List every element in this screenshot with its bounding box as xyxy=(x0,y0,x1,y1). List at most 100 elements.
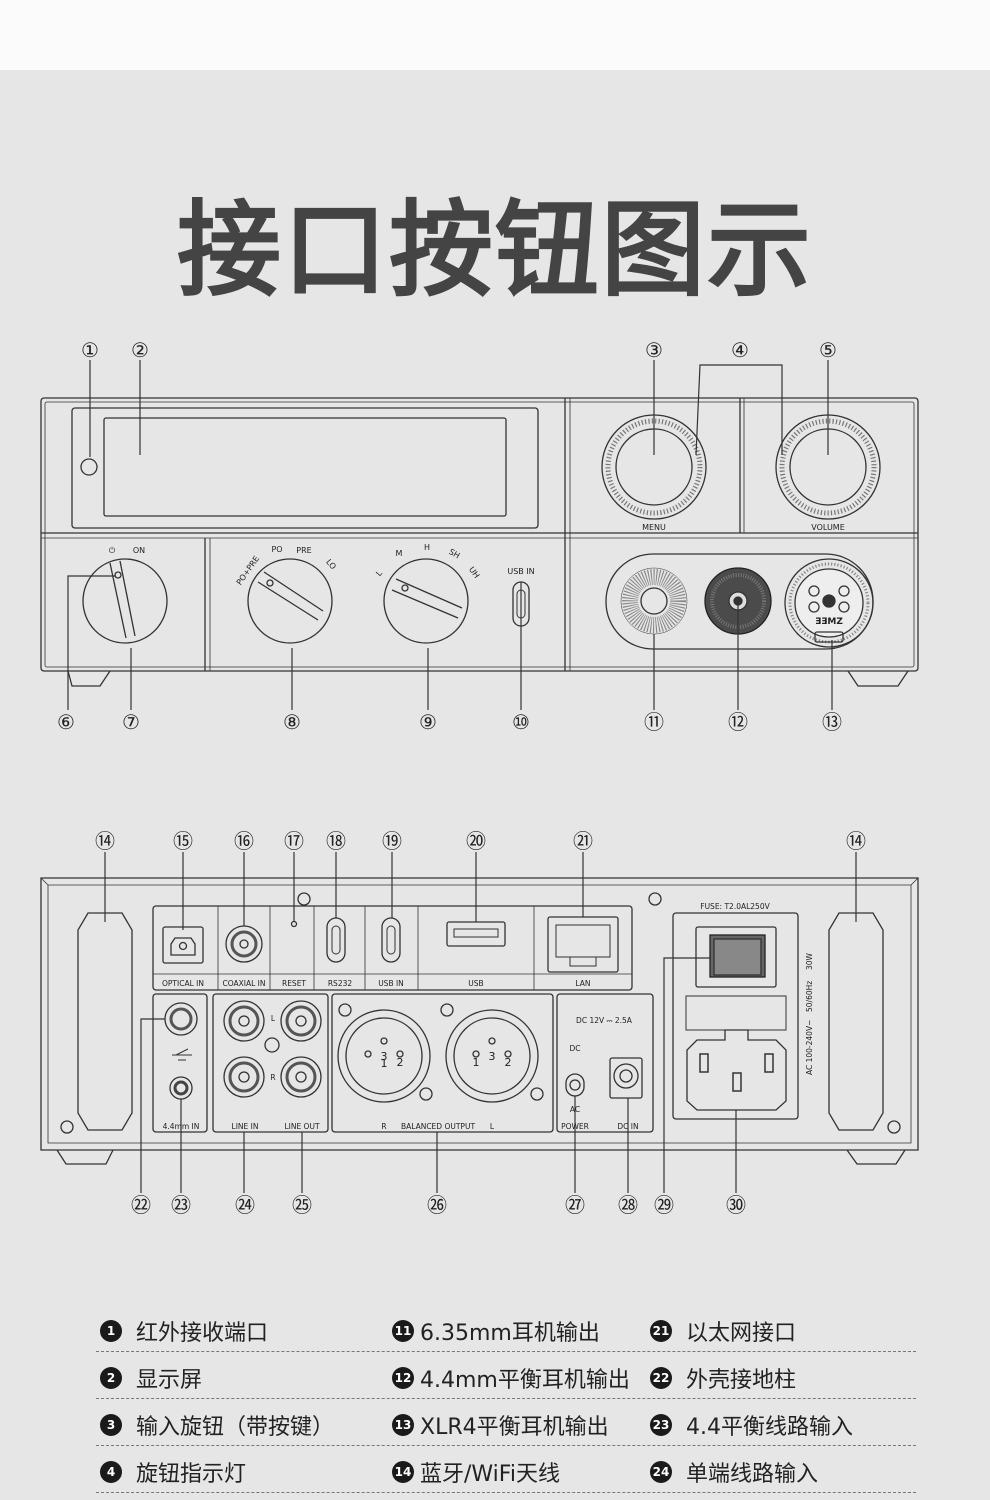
rear-usb-in-port[interactable] xyxy=(381,917,401,963)
usb-a-port[interactable] xyxy=(446,921,506,947)
reset-button[interactable] xyxy=(290,920,298,928)
rca-line-out-r[interactable] xyxy=(280,1056,322,1098)
power-toggle-switch[interactable] xyxy=(565,1073,585,1097)
label-balanced-output: BALANCED OUTPUT xyxy=(401,1122,475,1131)
ir-receiver xyxy=(80,458,98,476)
rca-line-in-l[interactable] xyxy=(223,1000,265,1042)
callout-15: ⑮ xyxy=(173,829,193,853)
callout-4: ④ xyxy=(731,338,749,362)
gain-label-l: L xyxy=(374,568,384,578)
mode-label-lo: LO xyxy=(324,557,338,571)
legend-text: 蓝牙/WiFi天线 xyxy=(420,1462,560,1487)
callout-28: ㉘ xyxy=(618,1193,638,1217)
callout-25: ㉕ xyxy=(292,1193,312,1217)
legend-number-badge: 11 xyxy=(392,1320,414,1342)
xlr-balanced-out-r[interactable] xyxy=(337,1009,431,1103)
label-4-4mm-in: 4.4mm IN xyxy=(163,1122,200,1131)
rear-4-4mm-in[interactable] xyxy=(169,1076,193,1100)
callout-3: ③ xyxy=(645,338,663,362)
callout-29: ㉙ xyxy=(654,1193,674,1217)
optical-in-port[interactable] xyxy=(162,926,204,964)
optical-in-label: OPTICAL IN xyxy=(162,979,204,988)
dc-in-jack[interactable] xyxy=(609,1057,643,1099)
mode-label-po: PO xyxy=(271,545,282,554)
ground-post[interactable] xyxy=(164,1002,198,1036)
legend-number-badge: 23 xyxy=(650,1414,672,1436)
callout-8: ⑧ xyxy=(283,710,301,734)
legend-text: XLR4平衡耳机输出 xyxy=(420,1415,609,1440)
legend-number-badge: 22 xyxy=(650,1367,672,1389)
label-power: POWER xyxy=(561,1122,589,1131)
callout-2: ② xyxy=(131,338,149,362)
xlr-brand-label: ƎƎMZ xyxy=(815,617,843,627)
legend-text: 4.4mm平衡耳机输出 xyxy=(420,1368,630,1393)
xlr-l-pin-2: 2 xyxy=(505,1056,512,1069)
rs232-port[interactable] xyxy=(326,917,346,963)
antenna-right xyxy=(828,912,884,1131)
callout-18: ⑱ xyxy=(326,829,346,853)
callout-26: ㉖ xyxy=(427,1193,447,1217)
legend-text: 以太网接口 xyxy=(686,1321,797,1346)
callout-21: ㉑ xyxy=(573,829,593,853)
front-panel xyxy=(40,397,919,687)
dc-label: DC xyxy=(569,1044,580,1053)
ac-rocker-switch[interactable] xyxy=(695,926,777,988)
callout-12: ⑫ xyxy=(728,710,748,734)
xlr4-jack[interactable] xyxy=(784,558,874,648)
xlr-r-pin-2: 2 xyxy=(397,1056,404,1069)
callout-6: ⑥ xyxy=(57,710,75,734)
display-screen xyxy=(103,417,507,517)
ac-voltage-label: AC 100-240V~ xyxy=(805,1020,814,1075)
rca-line-out-l[interactable] xyxy=(280,1000,322,1042)
power-on-label: ON xyxy=(133,546,145,555)
legend-number-badge: 3 xyxy=(100,1414,122,1436)
coaxial-in-port[interactable] xyxy=(225,925,263,963)
callout-24: ㉔ xyxy=(235,1193,255,1217)
mode-label-po-pre: PO+PRE xyxy=(235,554,261,586)
callout-14-left: ⑭ xyxy=(95,829,115,853)
callout-9: ⑨ xyxy=(419,710,437,734)
coaxial-in-label: COAXIAL IN xyxy=(222,979,265,988)
antenna-left xyxy=(77,912,133,1131)
callout-16: ⑯ xyxy=(234,829,254,853)
callout-23: ㉓ xyxy=(171,1193,191,1217)
device-diagram: ① ② ③ ④ ⑤ ⑥ ⑦ ⑧ ⑨ ⑩ ⑪ ⑫ ⑬ MENU VOLUME US… xyxy=(40,338,919,1217)
rear-leaders xyxy=(104,852,857,1193)
gain-label-uh: UH xyxy=(467,565,481,580)
iec-power-inlet[interactable] xyxy=(686,1029,787,1111)
legend-text: 6.35mm耳机输出 xyxy=(420,1321,600,1346)
label-dc-in: DC IN xyxy=(617,1122,638,1131)
legend-number-badge: 21 xyxy=(650,1320,672,1342)
ac-label: AC xyxy=(570,1105,580,1114)
rca-r-label: R xyxy=(270,1073,275,1082)
output-mode-knob[interactable] xyxy=(247,558,333,644)
gain-knob[interactable] xyxy=(383,558,469,644)
page-title: 接口按钮图示 xyxy=(176,189,813,311)
xlr-balanced-out-l[interactable] xyxy=(445,1009,539,1103)
callout-19: ⑲ xyxy=(382,829,402,853)
label-balanced-r: R xyxy=(381,1122,386,1131)
legend-number-badge: 12 xyxy=(392,1367,414,1389)
callout-27: ㉗ xyxy=(565,1193,585,1217)
label-balanced-l: L xyxy=(490,1122,495,1131)
legend-item: 12 4.4mm平衡耳机输出 xyxy=(392,1362,630,1394)
legend-item: 13 XLR4平衡耳机输出 xyxy=(392,1409,609,1441)
rear-panel xyxy=(40,877,919,1165)
legend-number-badge: 14 xyxy=(392,1461,414,1483)
power-switch-knob[interactable] xyxy=(82,558,168,644)
callout-22: ㉒ xyxy=(131,1193,151,1217)
legend-number-badge: 13 xyxy=(392,1414,414,1436)
rca-line-in-r[interactable] xyxy=(223,1056,265,1098)
legend-number-badge: 24 xyxy=(650,1461,672,1483)
lan-label: LAN xyxy=(575,979,590,988)
rear-callout-labels: ⑭ ⑮ ⑯ ⑰ ⑱ ⑲ ⑳ ㉑ ⑭ ㉒ ㉓ ㉔ ㉕ ㉖ ㉗ ㉘ ㉙ ㉚ xyxy=(95,829,866,1217)
callout-10: ⑩ xyxy=(512,710,530,734)
jack-6-35mm[interactable] xyxy=(620,567,688,635)
